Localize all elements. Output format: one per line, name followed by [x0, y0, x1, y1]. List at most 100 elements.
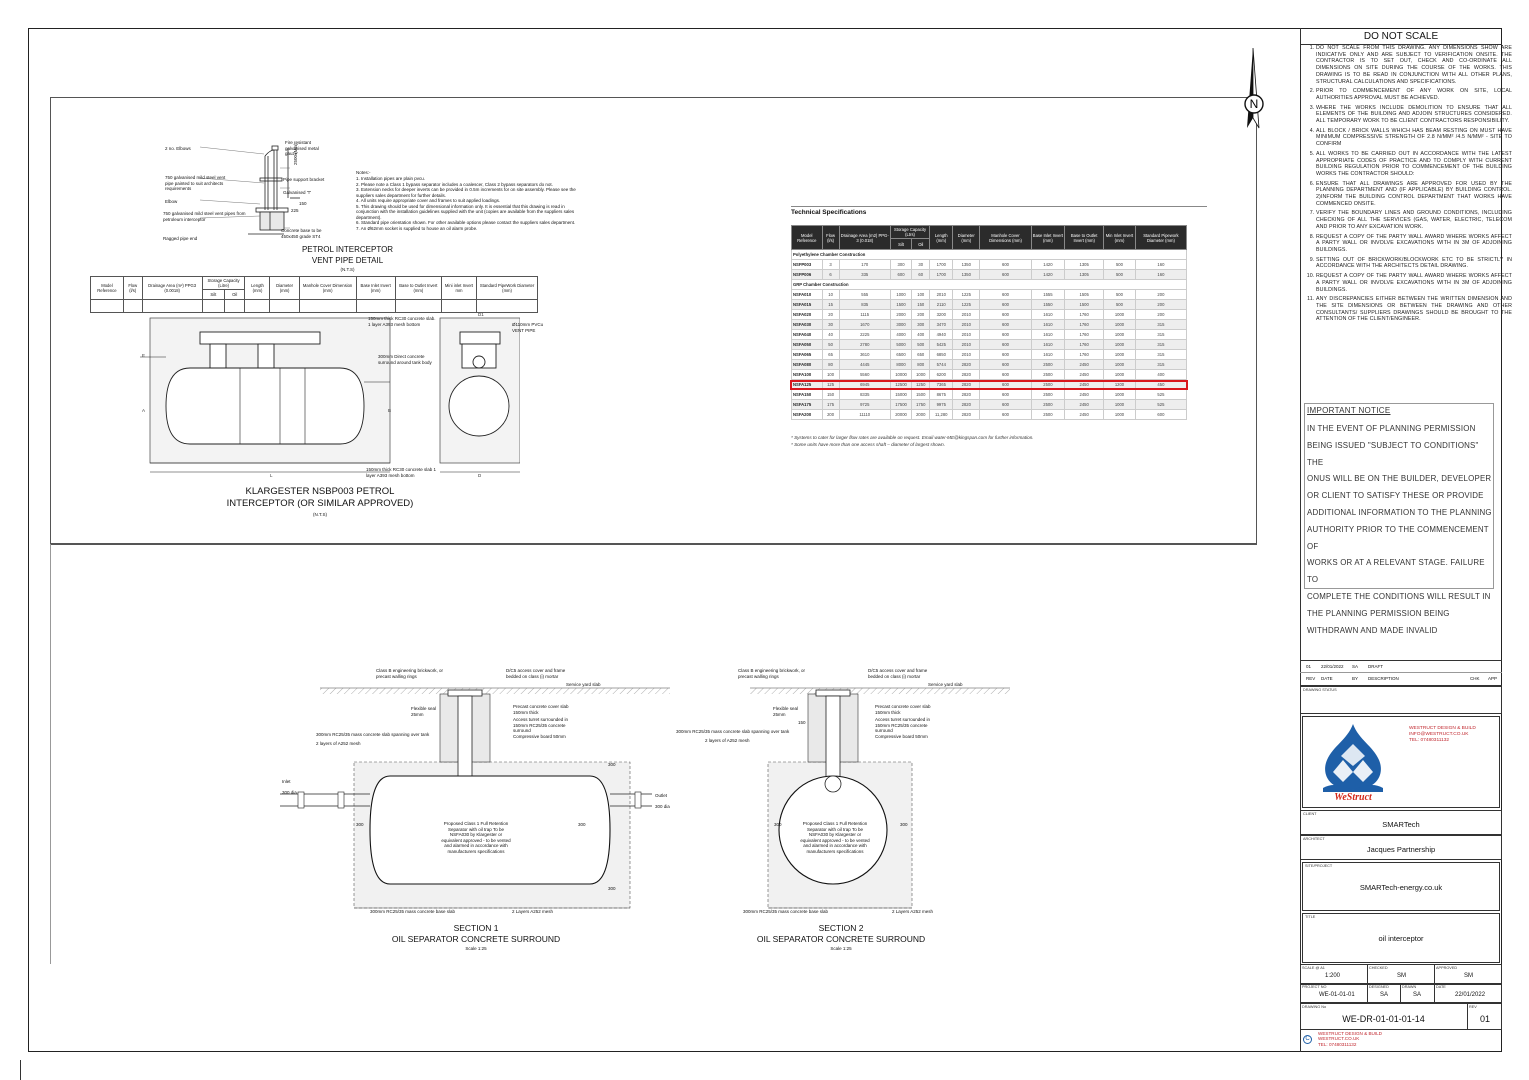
- spec-value-cell: 300: [889, 259, 913, 270]
- vent-label-concrete: Concrete base to be 450x450 grade ST4: [281, 228, 322, 239]
- spec-value-cell: 15000: [889, 389, 913, 400]
- s1-dim-300-b: 300: [578, 822, 586, 827]
- spec-value-cell: 200: [911, 309, 931, 320]
- company-contact: WESTRUCT DESIGN & BUILD INFO@WESTRUCT.CO…: [1409, 726, 1476, 744]
- spec-value-cell: 11110: [838, 409, 891, 420]
- spec-value-cell: 600: [979, 349, 1032, 360]
- spec-value-cell: 60: [911, 269, 931, 280]
- note-4: ALL BLOCK / BRICK WALLS WHICH HAS BEAM R…: [1316, 128, 1512, 148]
- spec-value-cell: 1225: [952, 289, 981, 300]
- spec-title: Technical Specifications: [791, 209, 867, 216]
- spec-value-cell: 650: [911, 349, 931, 360]
- revision-header-by: BY: [1352, 676, 1359, 681]
- spec-value-cell: 6200: [929, 369, 954, 380]
- vent-pipe-detail-drawing: [199, 145, 300, 235]
- revision-header-rev: REV: [1306, 676, 1316, 681]
- dim-d1: D1: [478, 312, 484, 317]
- s1-label-flex: Flexible seal 25mm: [411, 706, 437, 717]
- copyright-line: WESTRUCT DESIGN & BUILD: [1318, 1031, 1382, 1036]
- spec-value-cell: 1610: [1030, 309, 1066, 320]
- spec-value-cell: 11,280: [929, 409, 954, 420]
- important-notice-box: [1304, 403, 1494, 589]
- general-notes-list: DO NOT SCALE FROM THIS DRAWING. ANY DIME…: [1302, 45, 1512, 326]
- s1-label-inlet-dia: 300 dia: [282, 790, 297, 795]
- s2-label-board: Compressive board 50mm: [875, 734, 928, 739]
- vent-note: 5. This drawing should be used for dimen…: [356, 203, 575, 220]
- spec-value-cell: 1000: [1103, 309, 1136, 320]
- scale-value: 1:200: [1325, 973, 1341, 979]
- spec-value-cell: 600: [979, 309, 1032, 320]
- rev-number: 01: [1479, 1014, 1490, 1024]
- spec-model-cell: NSFA030: [791, 319, 823, 330]
- revision-by: SA: [1352, 664, 1359, 669]
- section-1-title: SECTION 1: [453, 923, 499, 933]
- project-row: [1300, 984, 1502, 1003]
- spec-value-cell: 175: [821, 399, 840, 410]
- spec-model-cell: NSFP006: [791, 269, 823, 280]
- date-value: 22/01/2022: [1455, 992, 1486, 998]
- spec-model-cell: NSFA065: [791, 349, 823, 360]
- spec-value-cell: 1225: [952, 299, 981, 310]
- spec-value-cell: 6: [821, 269, 840, 280]
- notice-line: WITHDRAWN AND MADE INVALID: [1307, 625, 1438, 635]
- highlight-nsfa100-row: [790, 380, 1188, 390]
- s1-label-turret: Access turret surrounded in 150mm RC25/3…: [513, 717, 569, 733]
- copyright-icon: C: [1303, 1035, 1312, 1044]
- vent-label-tee: Galvanised 'T': [283, 190, 312, 195]
- vent-col-area: Drainage Area (m²) PPG3 (0.0018): [141, 276, 203, 300]
- spec-value-cell: 2450: [1064, 409, 1105, 420]
- spec-model-cell: NSFA010: [791, 289, 823, 300]
- drawing-status-label: DRAWING STATUS: [1303, 688, 1337, 692]
- spec-value-cell: 2500: [1030, 359, 1066, 370]
- note-6: ENSURE THAT ALL DRAWINGS ARE APPROVED FO…: [1316, 181, 1512, 208]
- vent-col-base-outlet: Base to Outlet Invert (mm): [394, 276, 442, 300]
- date-label: DATE: [1436, 985, 1446, 989]
- spec-value-cell: 3000: [889, 319, 913, 330]
- spec-col-base-inlet: Base Inlet Invert (mm): [1030, 225, 1066, 250]
- spec-value-cell: 1000: [1103, 349, 1136, 360]
- spec-value-cell: 15: [821, 299, 840, 310]
- company-phone: TEL: 07480311132: [1409, 738, 1450, 743]
- spec-value-cell: 600: [979, 339, 1032, 350]
- spec-value-cell: 2010: [952, 339, 981, 350]
- klargester-title-1: KLARGESTER NSBP003 PETROL: [245, 486, 395, 497]
- spec-value-cell: 600: [979, 289, 1032, 300]
- s2-label-slab150: Precast concrete cover slab 150mm thick: [875, 704, 931, 715]
- s1-label-board: Compressive board 50mm: [513, 734, 566, 739]
- north-label: N: [1250, 97, 1259, 111]
- heading-rule: [1300, 44, 1502, 45]
- s2-label-mesh: 2 layers of A252 mesh: [705, 738, 750, 743]
- spec-value-cell: 2820: [952, 409, 981, 420]
- spec-value-cell: 500: [1103, 299, 1136, 310]
- spec-value-cell: 4000: [889, 329, 913, 340]
- spec-value-cell: 20000: [889, 409, 913, 420]
- approved-label: APPROVED: [1436, 966, 1458, 970]
- spec-value-cell: 1000: [889, 289, 913, 300]
- spec-value-cell: 2000: [889, 309, 913, 320]
- s1-label-cover: D/C5 access cover and frame bedded on cl…: [506, 668, 566, 679]
- spec-value-cell: 1505: [1064, 289, 1105, 300]
- revision-table: 01 22/01/2022 SA DRAFT REV DATE BY DESCR…: [1300, 660, 1502, 686]
- spec-value-cell: 30: [821, 319, 840, 330]
- spec-value-cell: 1420: [1030, 259, 1066, 270]
- revision-header-description: DESCRIPTION: [1368, 676, 1399, 681]
- spec-value-cell: 2010: [929, 289, 954, 300]
- note-9: SETTING OUT OF BRICKWORK/BLOCKWORK ETC T…: [1316, 257, 1512, 270]
- spec-value-cell: 1000: [1103, 389, 1136, 400]
- section-2-scale: Scale 1:25: [830, 946, 852, 951]
- vent-notes: 1. Installation pipes are plain pvcu. 2.…: [356, 176, 576, 231]
- s1-label-tank: Proposed Class 1 Full Retention Separato…: [441, 821, 511, 854]
- scale-row-divider: [1367, 964, 1368, 984]
- spec-value-cell: 2450: [1064, 369, 1105, 380]
- spec-model-cell: NSFA020: [791, 309, 823, 320]
- note-2: PRIOR TO COMMENCEMENT OF ANY WORK ON SIT…: [1316, 88, 1512, 101]
- vent-label-fire: Fire resistant galvanised metal gauze: [285, 140, 319, 156]
- s2-label-cover: D/C5 access cover and frame bedded on cl…: [868, 668, 928, 679]
- spec-value-cell: 600: [979, 399, 1032, 410]
- spec-value-cell: 315: [1134, 339, 1188, 350]
- s2-label-tank: Proposed Class 1 Full Retention Separato…: [800, 821, 870, 854]
